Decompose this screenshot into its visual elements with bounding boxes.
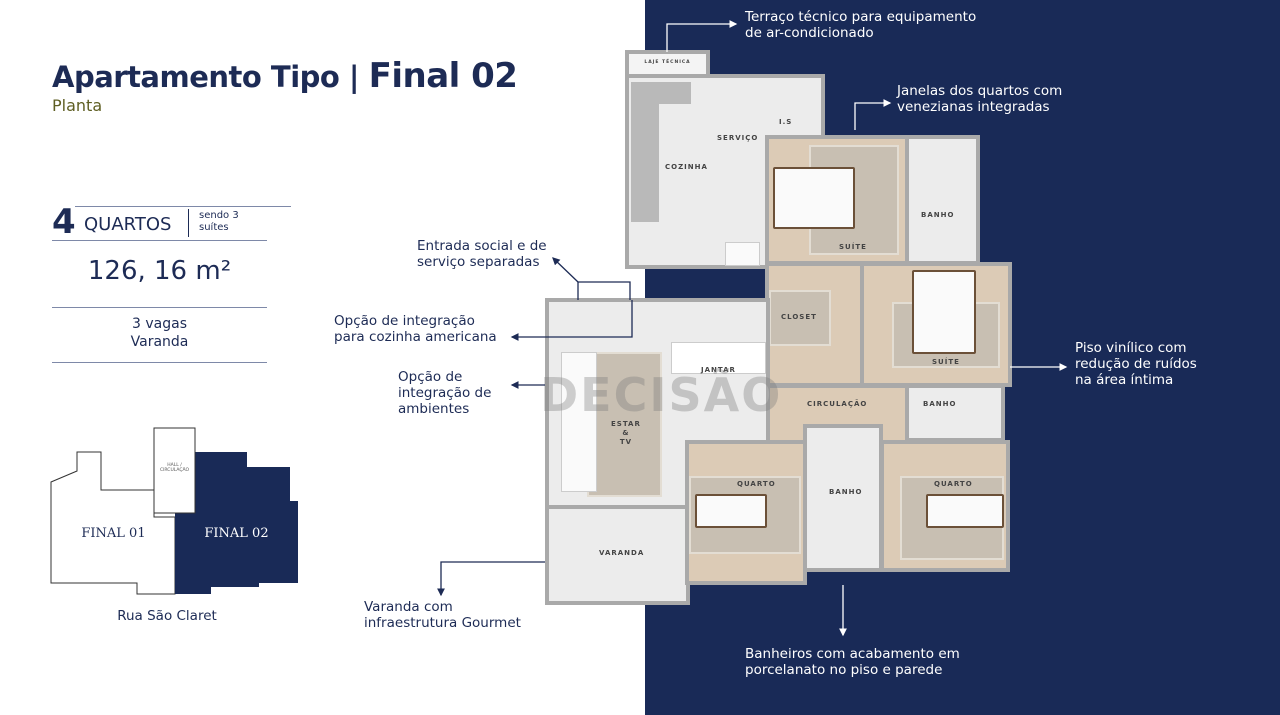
room-label: BANHO — [829, 488, 863, 496]
countertop — [631, 82, 659, 222]
room-quarto-2: QUARTO — [880, 440, 1010, 572]
room-label: QUARTO — [934, 480, 973, 488]
countertop — [631, 82, 691, 104]
annotation-integracao: Opção de integração de ambientes — [398, 369, 492, 417]
room-label: BANHO — [921, 211, 955, 219]
title-final: Final 02 — [368, 56, 518, 96]
balcony-feature: Varanda — [130, 334, 189, 350]
bed — [695, 494, 767, 528]
annotation-varanda-gourmet: Varanda com infraestrutura Gourmet — [364, 599, 521, 631]
room-label: I.S — [779, 118, 793, 126]
street-name: Rua São Claret — [117, 608, 217, 624]
key-plan-final-01: FINAL 01 — [81, 526, 146, 541]
page-subtitle: Planta — [52, 96, 103, 115]
room-label: VARANDA — [599, 549, 645, 557]
room-banho-1: BANHO — [905, 135, 980, 265]
room-label: SERVIÇO — [717, 134, 759, 142]
bed — [926, 494, 1004, 528]
room-label: BANHO — [923, 400, 957, 408]
annotation-janelas: Janelas dos quartos com venezianas integ… — [897, 83, 1063, 115]
room-label: CLOSET — [781, 313, 817, 321]
watermark-logo: DECISÃO — [540, 368, 783, 422]
room-label: ESTAR & TV — [611, 420, 641, 446]
rug — [769, 290, 831, 346]
annotation-cozinha-americana: Opção de integração para cozinha america… — [334, 313, 497, 345]
room-banho-3: BANHO — [803, 424, 883, 572]
divider — [52, 307, 267, 308]
key-plan-final-02: FINAL 02 — [204, 526, 269, 541]
room-label: SUÍTE — [932, 358, 960, 366]
annotation-banheiros: Banheiros com acabamento em porcelanato … — [745, 646, 960, 678]
divider — [75, 206, 291, 207]
room-varanda: VARANDA — [545, 505, 690, 605]
title-text: Apartamento Tipo | — [52, 60, 369, 94]
bedroom-count: 4 — [52, 202, 76, 242]
rug — [587, 352, 662, 497]
room-suite-2: SUÍTE — [860, 262, 1012, 387]
divider — [188, 209, 189, 237]
annotation-piso-vinilico: Piso vinílico com redução de ruídos na á… — [1075, 340, 1197, 388]
annotation-entrada: Entrada social e de serviço separadas — [417, 238, 547, 270]
parking-spaces: 3 vagas — [132, 316, 187, 332]
sofa — [561, 352, 597, 492]
room-label: CIRCULAÇÃO — [807, 400, 868, 408]
room-label: JANTAR — [701, 366, 736, 374]
suites-note: sendo 3 suítes — [199, 210, 239, 233]
key-plan-outline — [50, 427, 298, 595]
bedroom-label: QUARTOS — [84, 214, 172, 235]
room-label: QUARTO — [737, 480, 776, 488]
room-suite-1: SUÍTE — [765, 135, 910, 265]
bed — [912, 270, 976, 354]
page-title: Apartamento Tipo | Final 02 — [52, 56, 518, 96]
divider — [52, 240, 267, 241]
annotation-terraco-tecnico: Terraço técnico para equipamento de ar-c… — [745, 9, 977, 41]
divider — [52, 362, 267, 363]
key-plan-hall-label: HALL / CIRCULAÇÃO — [159, 463, 190, 473]
kitchen-island — [725, 242, 760, 266]
room-label: LAJE TÉCNICA — [644, 60, 691, 65]
bed — [773, 167, 855, 229]
room-quarto-1: QUARTO — [685, 440, 807, 585]
room-label: COZINHA — [665, 163, 708, 171]
area-value: 126, 16 m² — [87, 256, 232, 286]
room-label: SUÍTE — [839, 243, 867, 251]
dining-table — [671, 342, 766, 374]
